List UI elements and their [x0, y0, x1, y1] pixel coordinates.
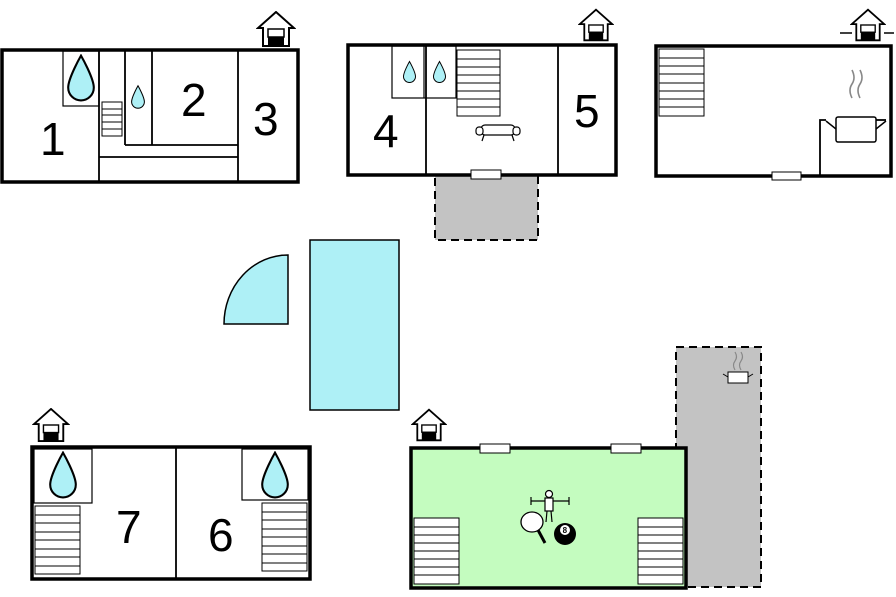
- stairs-icon: [413, 517, 460, 585]
- room-number-2: 2: [181, 74, 207, 126]
- terrace: [434, 174, 539, 241]
- stairs-icon: [34, 505, 81, 575]
- building-b: 4 5: [346, 43, 618, 241]
- house-icon: [33, 408, 69, 442]
- room-number-7: 7: [116, 501, 142, 553]
- room-number-6: 6: [208, 509, 234, 561]
- room-number-1: 1: [40, 113, 66, 165]
- room-number-3: 3: [253, 93, 279, 145]
- stairs-icon: [658, 48, 705, 117]
- cooking-pot-icon: [825, 69, 887, 143]
- sofa-icon: [475, 124, 521, 142]
- billiard-ball-icon: 8: [554, 523, 576, 545]
- house-icon: [850, 8, 886, 42]
- building-c: [654, 44, 893, 181]
- house-icon-with-terrace-marks: [840, 8, 894, 42]
- building-d: 7 6: [30, 445, 312, 581]
- building-a: 1 2 3: [0, 48, 300, 184]
- house-icon: [578, 8, 614, 42]
- swimming-pool: [309, 239, 400, 411]
- billiard-ball-number: 8: [563, 526, 568, 535]
- game-room-building: 8: [409, 346, 762, 590]
- cooking-pot-icon: [722, 351, 754, 384]
- covered-terrace: [675, 346, 762, 588]
- pool-area: [223, 239, 400, 411]
- stairs-icon: [456, 49, 501, 117]
- whirlpool: [223, 254, 289, 325]
- house-icon: [257, 11, 295, 47]
- house-icon: [411, 408, 447, 442]
- stairs-icon: [637, 517, 684, 585]
- stairs-icon: [101, 101, 123, 137]
- stairs-icon: [261, 502, 308, 572]
- room-number-5: 5: [574, 85, 600, 137]
- table-football-icon: [530, 489, 570, 523]
- table-tennis-icon: [520, 511, 547, 544]
- room-number-4: 4: [373, 105, 399, 157]
